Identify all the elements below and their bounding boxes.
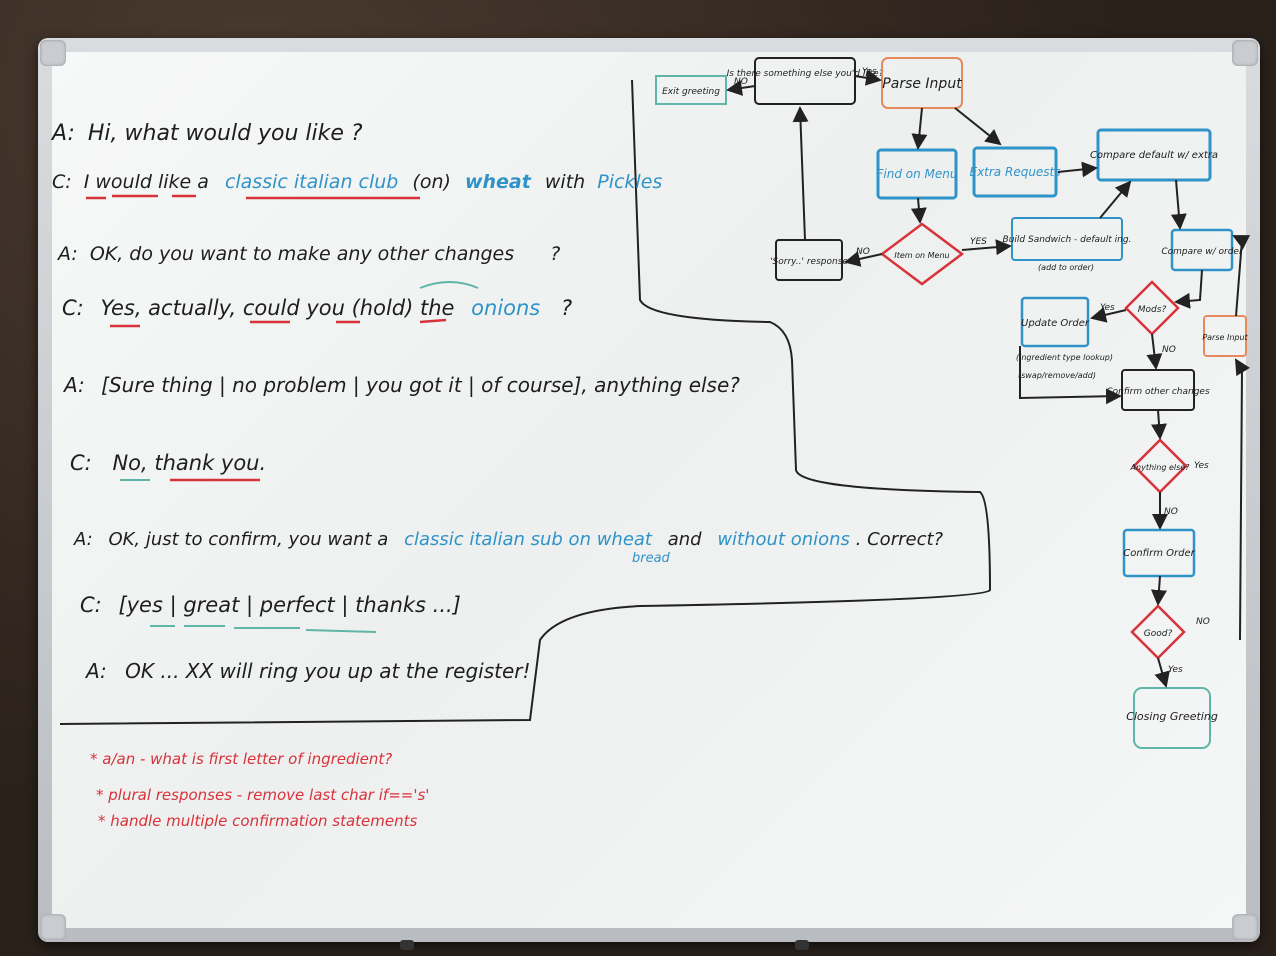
line-c1: C: I would like a classic italian club (… [52, 171, 662, 193]
divider-line [59, 79, 992, 725]
add-to-order-label: (add to order) [1038, 263, 1094, 272]
build-sandwich-box [1011, 217, 1123, 261]
line-a4-sub: bread [632, 551, 671, 566]
parse-input-small-label: Parse Input [1202, 333, 1248, 342]
branch-labels: NO Yes NO YES Yes NO Yes NO NO Yes [734, 67, 1210, 675]
sorry-box [775, 239, 843, 281]
line-a5: A: OK ... XX will ring you up at the reg… [84, 659, 531, 683]
sorry-label: 'Sorry..' response [770, 257, 848, 267]
flowchart: Exit greeting Is there something else yo… [655, 57, 1251, 749]
line-a3: A: [Sure thing | no problem | you got it… [62, 373, 740, 397]
svg-text:Yes: Yes [1194, 461, 1209, 471]
frame-corner [1232, 914, 1258, 940]
parse-input-label: Parse Input [882, 76, 962, 92]
svg-text:NO: NO [1162, 345, 1176, 355]
underlines [86, 194, 479, 633]
compare-default-label: Compare default w/ extra [1090, 150, 1218, 161]
anything-else-top-box [754, 57, 856, 105]
notes: * a/an - what is first letter of ingredi… [90, 750, 429, 830]
extra-requests-label: Extra Requests [969, 165, 1060, 179]
closing-greeting-box [1133, 687, 1211, 749]
update-order-box [1020, 296, 1090, 348]
ingredient-lookup-label: (ingredient type lookup) [1016, 353, 1113, 362]
parse-input-small-box [1203, 315, 1247, 357]
tray-peg [400, 940, 414, 950]
swap-label: (swap/remove/add) [1018, 371, 1096, 380]
line-a1: A: Hi, what would you like ? [50, 121, 363, 146]
tray-peg [795, 940, 809, 950]
svg-text:Yes: Yes [862, 67, 877, 77]
anything-else-label: Anything else? [1130, 463, 1191, 472]
dialogue: A: Hi, what would you like ? C: I would … [50, 121, 944, 683]
svg-text:YES: YES [970, 237, 987, 247]
anything-else-top-label: Is there something else you'd like? [727, 69, 884, 79]
item-on-menu-label: Item on Menu [894, 251, 949, 260]
svg-text:Yes: Yes [1168, 665, 1183, 675]
exit-greeting-label: Exit greeting [662, 87, 720, 97]
build-sandwich-label: Build Sandwich - default ing. [1003, 235, 1132, 245]
frame-corner [40, 40, 66, 66]
find-menu-box [876, 148, 958, 200]
confirm-other-label: Confirm other changes [1106, 387, 1210, 397]
compare-order-label: Compare w/ order [1161, 247, 1244, 257]
svg-text:NO: NO [734, 77, 748, 87]
flow-arrows [726, 69, 1251, 688]
note-1: * a/an - what is first letter of ingredi… [90, 750, 392, 768]
find-menu-label: Find on Menu [877, 167, 958, 181]
line-c2: C: Yes, actually, could you (hold) the o… [62, 296, 572, 320]
note-3: * handle multiple confirmation statement… [98, 812, 417, 830]
svg-text:NO: NO [1164, 507, 1178, 517]
note-2: * plural responses - remove last char if… [96, 786, 429, 804]
extra-requests-box [972, 146, 1058, 198]
line-c4: C: [yes | great | perfect | thanks ...] [80, 593, 461, 618]
compare-default-box [1096, 128, 1212, 182]
exit-greeting-box [655, 75, 727, 105]
svg-text:NO: NO [1196, 617, 1210, 627]
svg-text:Yes: Yes [1100, 303, 1115, 313]
confirm-order-label: Confirm Order [1123, 548, 1195, 559]
item-on-menu-diamond [879, 222, 965, 286]
frame-corner [40, 914, 66, 940]
mods-label: Mods? [1138, 305, 1167, 315]
line-a4: A: OK, just to confirm, you want a class… [73, 529, 944, 550]
update-order-label: Update Order [1021, 318, 1090, 329]
frame-corner [1232, 40, 1258, 66]
good-label: Good? [1144, 629, 1173, 639]
svg-text:NO: NO [856, 247, 870, 257]
line-a2: A: OK, do you want to make any other cha… [56, 243, 560, 265]
line-c3: C: No, thank you. [70, 451, 266, 475]
closing-greeting-label: Closing Greeting [1126, 710, 1218, 723]
